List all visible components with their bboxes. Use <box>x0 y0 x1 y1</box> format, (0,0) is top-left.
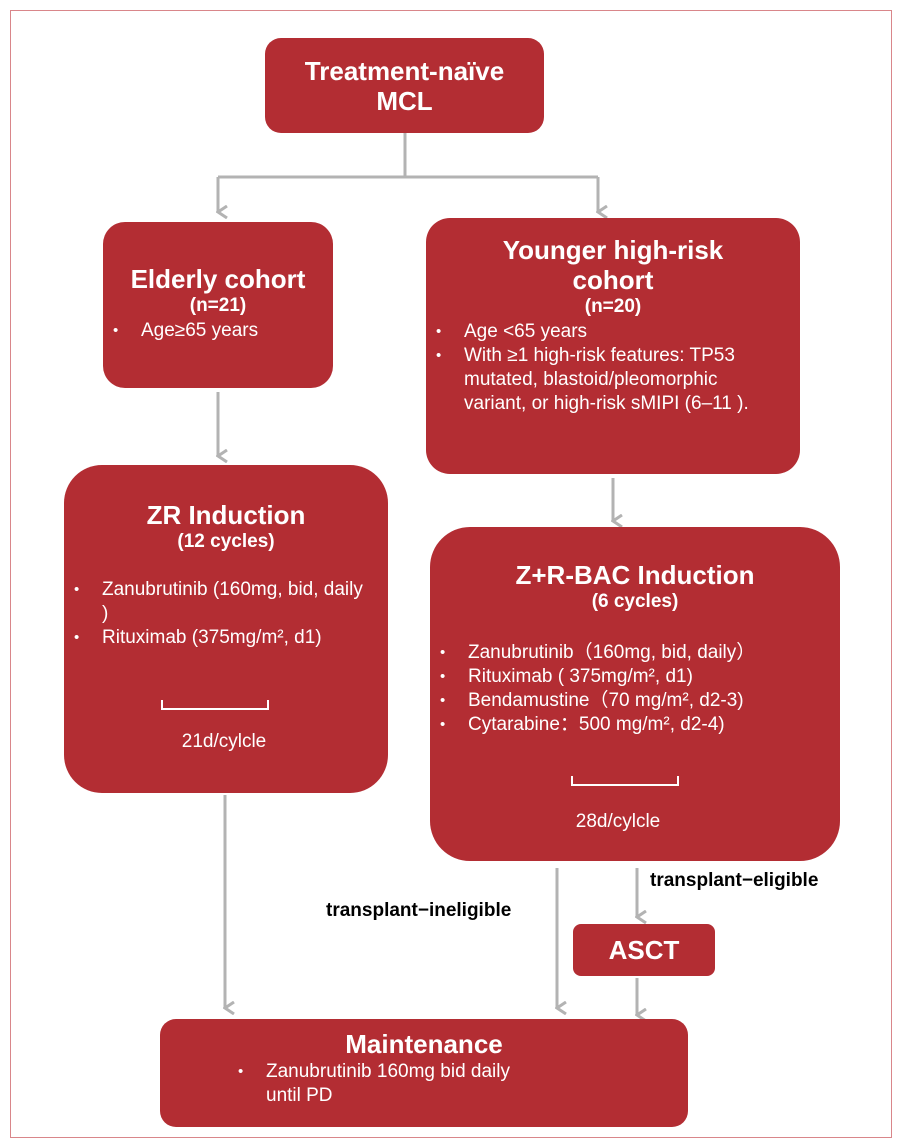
elderly-cohort-box: Elderly cohort (n=21) Age≥65 years <box>103 222 333 388</box>
maintenance-drug-line2: until PD <box>266 1085 333 1106</box>
maintenance-title: Maintenance <box>345 1029 503 1059</box>
maintenance-regimen-list: Zanubrutinib 160mg bid daily until PD <box>228 1060 688 1108</box>
younger-n: (n=20) <box>584 296 642 317</box>
zr-drug: Zanubrutinib (160mg, bid, daily ) <box>64 578 364 626</box>
younger-title-line1: Younger high-risk <box>502 235 724 265</box>
maintenance-drug: Zanubrutinib 160mg bid daily until PD <box>228 1060 688 1108</box>
treatment-naive-mcl-box: Treatment-naïve MCL <box>265 38 544 133</box>
elderly-criterion: Age≥65 years <box>103 319 333 343</box>
zr-cycle-label: 21d/cylcle <box>181 731 267 752</box>
zrbac-induction-box: Z+R-BAC Induction (6 cycles) Zanubrutini… <box>430 527 840 861</box>
figure-frame <box>10 10 892 1138</box>
younger-criterion: With ≥1 high-risk features: TP53 mutated… <box>426 344 774 416</box>
zrbac-title: Z+R-BAC Induction <box>515 560 755 590</box>
maintenance-box: Maintenance Zanubrutinib 160mg bid daily… <box>160 1019 688 1127</box>
maintenance-drug-line1: Zanubrutinib 160mg bid daily <box>266 1061 510 1082</box>
younger-cohort-box: Younger high-risk cohort (n=20) Age <65 … <box>426 218 800 474</box>
zr-cycle-bracket <box>161 700 269 710</box>
zrbac-drug: Cytarabine：500 mg/m², d2-4) <box>430 713 840 737</box>
elderly-criteria-list: Age≥65 years <box>103 319 333 343</box>
zrbac-cycles: (6 cycles) <box>591 591 679 612</box>
zrbac-regimen-list: Zanubrutinib（160mg, bid, daily） Rituxima… <box>430 641 840 737</box>
zrbac-drug: Rituximab ( 375mg/m², d1) <box>430 665 840 689</box>
asct-box: ASCT <box>573 924 715 976</box>
transplant-ineligible-label: transplant−ineligible <box>326 900 512 921</box>
zr-drug: Rituximab (375mg/m², d1) <box>64 626 364 650</box>
younger-criterion: Age <65 years <box>426 320 774 344</box>
zrbac-cycle-label: 28d/cylcle <box>575 811 661 832</box>
zr-regimen-list: Zanubrutinib (160mg, bid, daily ) Rituxi… <box>64 578 388 650</box>
zr-title: ZR Induction <box>146 500 306 530</box>
asct-title: ASCT <box>608 935 680 965</box>
zrbac-cycle-bracket <box>571 776 679 786</box>
elderly-n: (n=21) <box>189 295 247 316</box>
younger-title-line2: cohort <box>572 265 654 295</box>
zrbac-drug: Zanubrutinib（160mg, bid, daily） <box>430 641 840 665</box>
zr-induction-box: ZR Induction (12 cycles) Zanubrutinib (1… <box>64 465 388 793</box>
younger-criteria-list: Age <65 years With ≥1 high-risk features… <box>426 320 800 416</box>
start-line1: Treatment-naïve <box>304 56 505 86</box>
zr-cycles: (12 cycles) <box>177 531 275 552</box>
start-line2: MCL <box>376 86 433 116</box>
transplant-eligible-label: transplant−eligible <box>650 870 819 891</box>
zrbac-drug: Bendamustine（70 mg/m², d2-3) <box>430 689 840 713</box>
elderly-title: Elderly cohort <box>130 264 306 294</box>
